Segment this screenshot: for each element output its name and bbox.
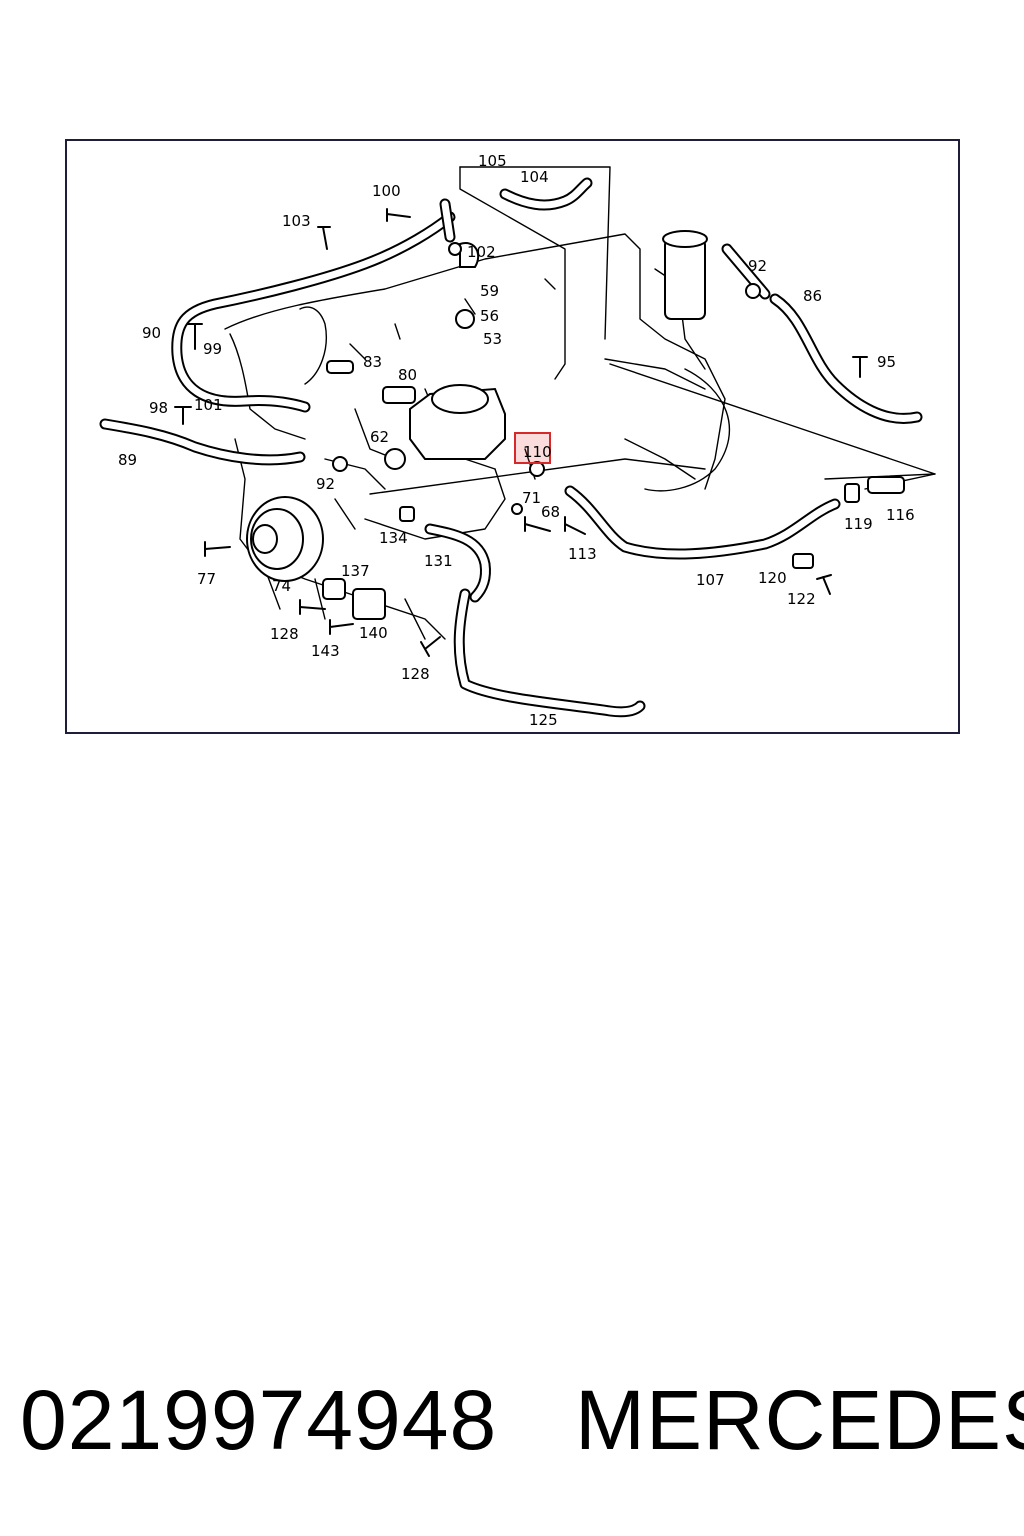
label-98: 98 — [149, 399, 168, 417]
label-59: 59 — [480, 282, 499, 300]
ring-62 — [384, 448, 406, 470]
label-99: 99 — [203, 340, 222, 358]
oil-filter-housing — [664, 238, 706, 320]
label-137: 137 — [341, 562, 370, 580]
label-128-left: 128 — [270, 625, 299, 643]
footer: 0219974948 MERCEDES — [0, 1370, 1024, 1470]
label-92-top: 92 — [748, 257, 767, 275]
part-number: 0219974948 — [20, 1373, 498, 1467]
clip-119 — [844, 483, 860, 503]
label-86: 86 — [803, 287, 822, 305]
label-131: 131 — [424, 552, 453, 570]
label-83: 83 — [363, 353, 382, 371]
ring-92-right — [745, 283, 761, 299]
label-92-left: 92 — [316, 475, 335, 493]
hoses — [99, 177, 923, 718]
washer-56 — [455, 309, 475, 329]
clip-134 — [399, 506, 415, 522]
seal-71 — [529, 461, 545, 477]
sleeve-116 — [867, 476, 905, 494]
engine-cooling-parts-diagram: 105 104 100 103 102 92 86 59 56 53 90 99… — [99, 152, 936, 729]
label-95: 95 — [877, 353, 896, 371]
label-120: 120 — [758, 569, 787, 587]
label-105: 105 — [478, 152, 507, 170]
label-80: 80 — [398, 366, 417, 384]
clip-137 — [322, 578, 346, 600]
label-116: 116 — [886, 506, 915, 524]
bolts — [174, 208, 868, 657]
label-90: 90 — [142, 324, 161, 342]
sleeve-80 — [382, 386, 416, 404]
label-110: 110 — [523, 443, 552, 461]
diagram-frame — [65, 139, 960, 734]
highlight-110 — [514, 432, 551, 464]
brand-name: MERCEDES — [575, 1373, 1024, 1467]
label-104: 104 — [520, 168, 549, 186]
components — [246, 230, 905, 620]
label-125: 125 — [529, 711, 558, 729]
fitting-59 — [459, 242, 480, 268]
label-119: 119 — [844, 515, 873, 533]
label-122: 122 — [787, 590, 816, 608]
label-71: 71 — [522, 489, 541, 507]
label-128-bottom: 128 — [401, 665, 430, 683]
bracket-140 — [352, 588, 386, 620]
label-140: 140 — [359, 624, 388, 642]
label-134: 134 — [379, 529, 408, 547]
label-89: 89 — [118, 451, 137, 469]
bracket-120 — [792, 553, 814, 569]
clip-83 — [326, 360, 354, 374]
label-68: 68 — [541, 503, 560, 521]
label-102: 102 — [467, 243, 496, 261]
ring-92 — [332, 456, 348, 472]
label-103: 103 — [282, 212, 311, 230]
label-113: 113 — [568, 545, 597, 563]
label-100: 100 — [372, 182, 401, 200]
label-101: 101 — [194, 396, 223, 414]
label-143: 143 — [311, 642, 340, 660]
label-53: 53 — [483, 330, 502, 348]
label-77: 77 — [197, 570, 216, 588]
label-56: 56 — [480, 307, 499, 325]
label-107: 107 — [696, 571, 725, 589]
part-labels: 105 104 100 103 102 92 86 59 56 53 90 99… — [118, 152, 915, 729]
label-74: 74 — [272, 577, 291, 595]
label-62: 62 — [370, 428, 389, 446]
